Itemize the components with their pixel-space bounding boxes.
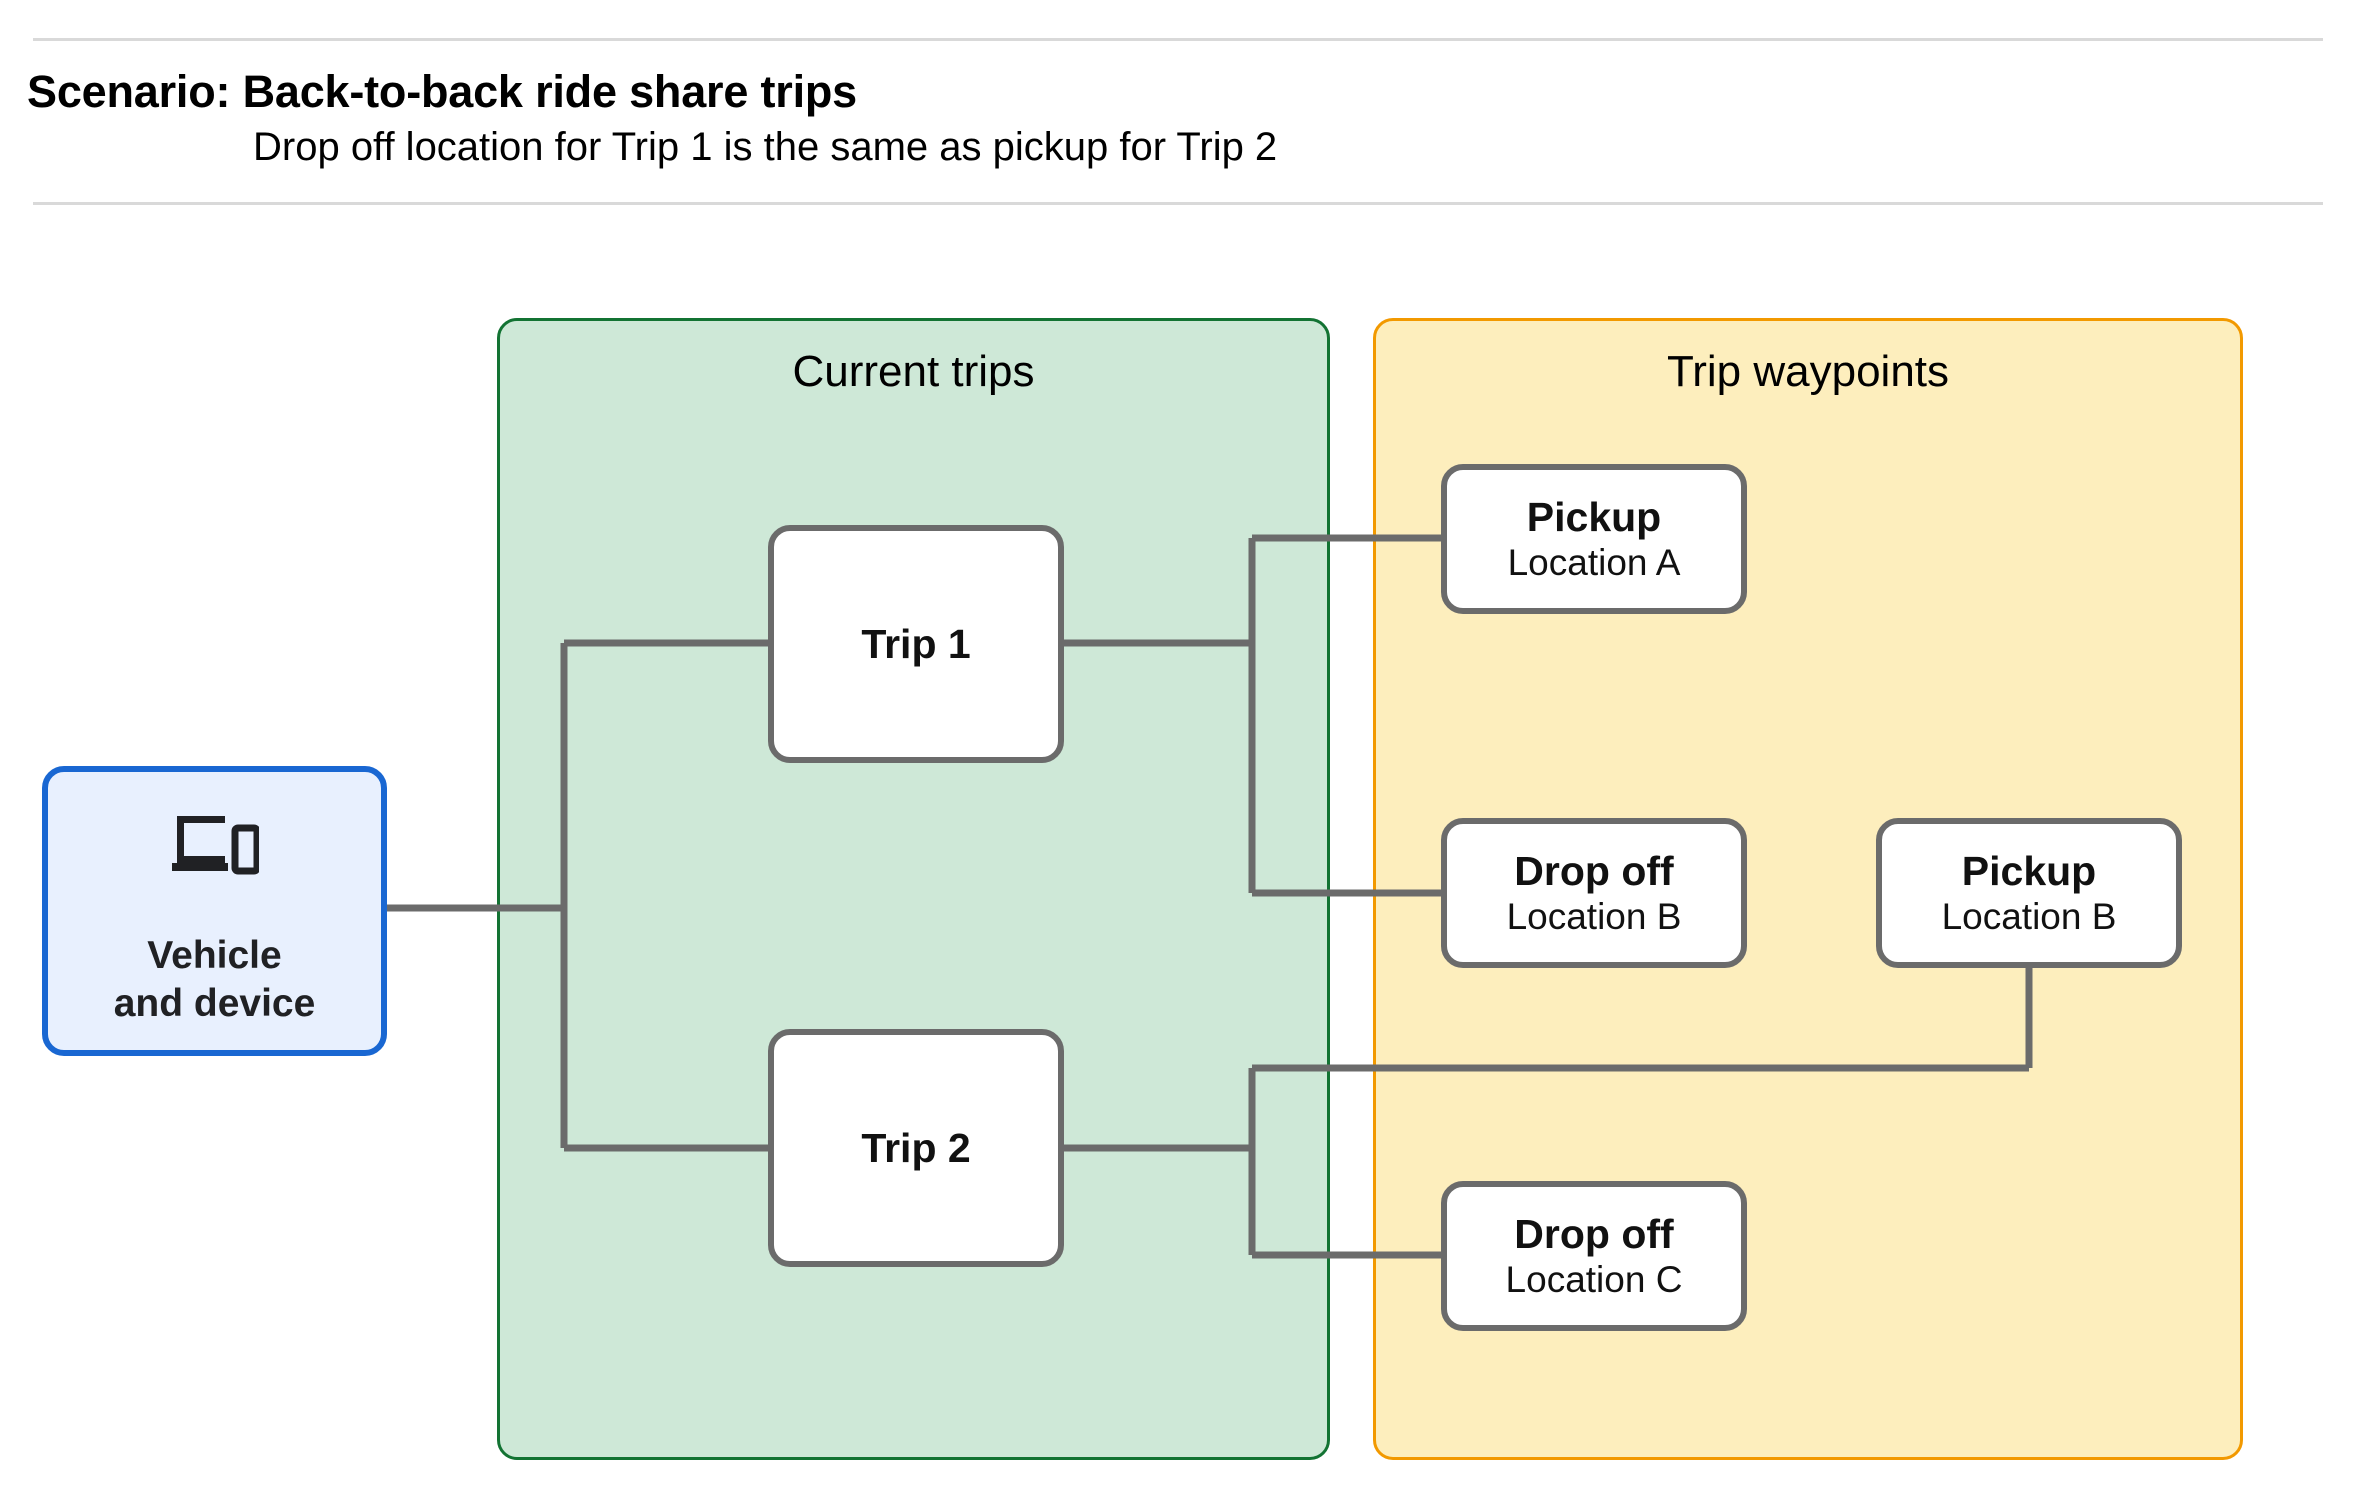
waypoint-type: Pickup bbox=[1526, 493, 1662, 540]
node-waypoint-pickup-b[interactable]: Pickup Location B bbox=[1876, 818, 2182, 968]
node-waypoint-dropoff-b[interactable]: Drop off Location B bbox=[1441, 818, 1747, 968]
waypoint-location: Location B bbox=[1941, 895, 2117, 937]
node-waypoint-dropoff-c[interactable]: Drop off Location C bbox=[1441, 1181, 1747, 1331]
vehicle-label: Vehicle and device bbox=[113, 934, 316, 1025]
panel-current-trips: Current trips bbox=[497, 318, 1330, 1460]
waypoint-type: Drop off bbox=[1514, 847, 1674, 894]
node-vehicle-and-device[interactable]: Vehicle and device bbox=[42, 766, 387, 1056]
header-divider-top bbox=[33, 38, 2323, 41]
devices-icon bbox=[171, 816, 259, 875]
node-trip-2[interactable]: Trip 2 bbox=[768, 1029, 1064, 1267]
waypoint-type: Pickup bbox=[1961, 847, 2097, 894]
waypoint-location: Location C bbox=[1505, 1258, 1683, 1300]
node-trip-2-label: Trip 2 bbox=[861, 1124, 971, 1171]
waypoint-type: Drop off bbox=[1514, 1210, 1674, 1257]
page-subtitle: Drop off location for Trip 1 is the same… bbox=[253, 125, 1278, 169]
waypoint-location: Location B bbox=[1506, 895, 1682, 937]
panel-current-trips-title: Current trips bbox=[792, 347, 1035, 396]
waypoint-location: Location A bbox=[1507, 541, 1681, 583]
node-trip-1[interactable]: Trip 1 bbox=[768, 525, 1064, 763]
header-divider-bottom bbox=[33, 202, 2323, 205]
node-trip-1-label: Trip 1 bbox=[861, 620, 971, 667]
node-waypoint-pickup-a[interactable]: Pickup Location A bbox=[1441, 464, 1747, 614]
page-title: Scenario: Back-to-back ride share trips bbox=[27, 66, 857, 117]
panel-trip-waypoints-title: Trip waypoints bbox=[1666, 347, 1950, 396]
